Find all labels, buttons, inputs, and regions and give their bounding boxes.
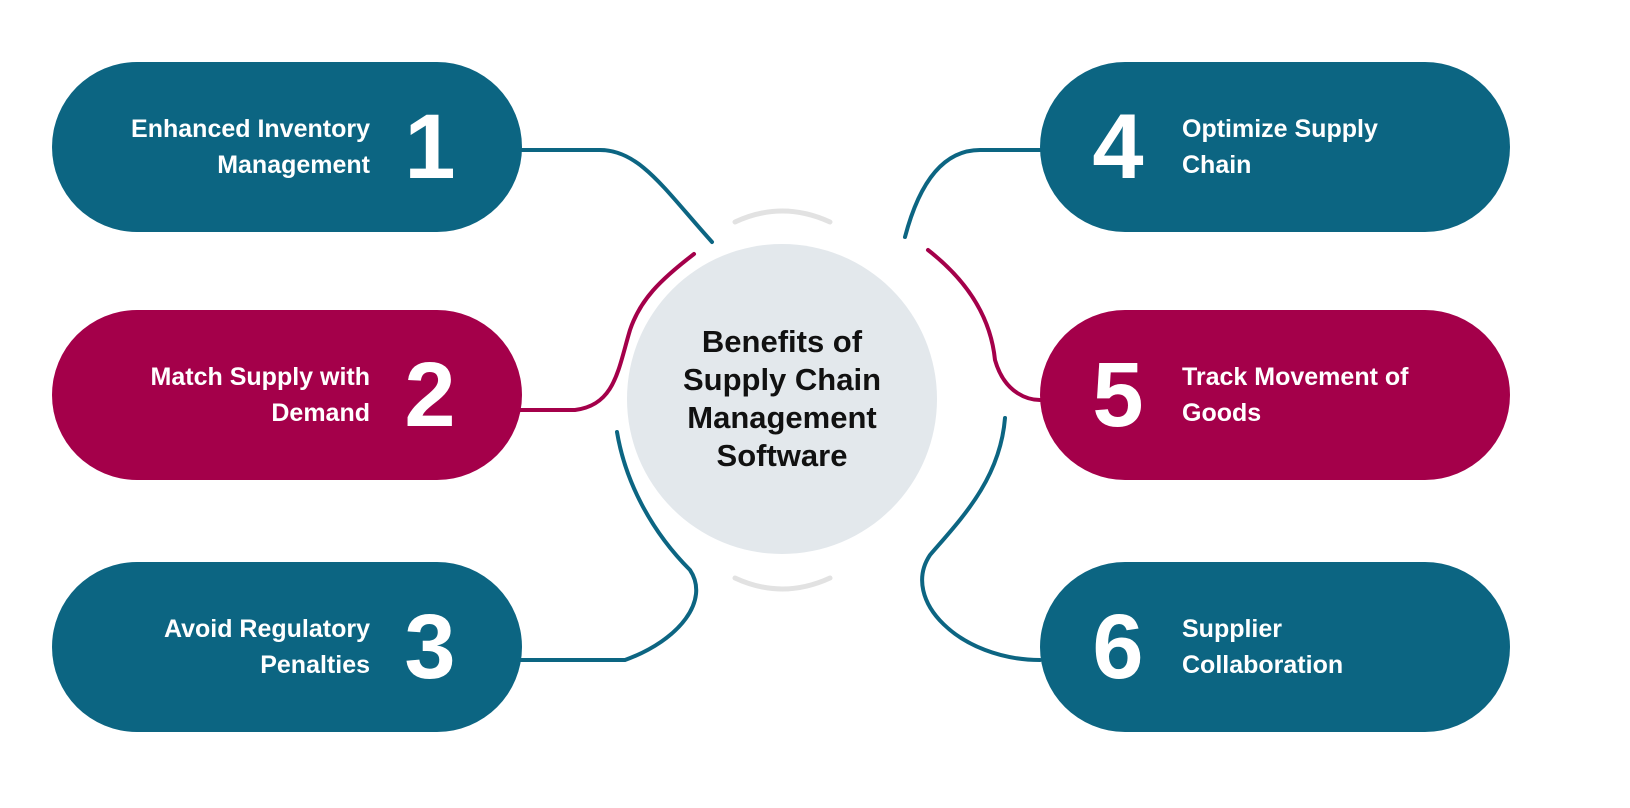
benefit-label-line: Management — [217, 151, 370, 179]
benefit-label: Enhanced Inventory Management — [131, 111, 370, 183]
benefit-pill-5: 5 Track Movement of Goods — [1040, 310, 1510, 480]
benefit-label-line: Enhanced Inventory — [131, 115, 370, 143]
benefit-number: 2 — [404, 344, 456, 446]
benefit-label-line: Avoid Regulatory — [163, 615, 370, 643]
benefit-pill-3: Avoid Regulatory Penalties 3 — [52, 562, 522, 732]
benefit-pill-4: 4 Optimize Supply Chain — [1040, 62, 1510, 232]
connector-3 — [518, 430, 699, 662]
benefit-label-line: Goods — [1182, 399, 1262, 427]
benefit-label-line: Demand — [271, 399, 370, 427]
connector-6 — [920, 416, 1042, 662]
benefit-label-line: Optimize Supply — [1182, 115, 1378, 143]
center-title: Benefits of Supply Chain Management Soft… — [683, 323, 881, 475]
benefit-pill-6: 6 Supplier Collaboration — [1040, 562, 1510, 732]
center-title-line: Supply Chain — [682, 362, 882, 397]
connector-4 — [903, 148, 1042, 239]
benefit-label-line: Penalties — [260, 651, 370, 679]
benefit-pill-2: Match Supply with Demand 2 — [52, 310, 522, 480]
benefit-label: Track Movement of Goods — [1182, 359, 1408, 431]
benefit-label-line: Match Supply with — [150, 363, 370, 391]
connector-5 — [926, 248, 1042, 402]
benefit-label: Supplier Collaboration — [1182, 611, 1343, 683]
benefit-number: 5 — [1092, 344, 1144, 446]
center-title-line: Management — [687, 400, 877, 435]
benefit-label: Match Supply with Demand — [151, 359, 370, 431]
connector-2 — [518, 252, 696, 412]
benefit-number: 3 — [404, 596, 456, 698]
bottom-arc — [732, 575, 833, 592]
benefit-label: Avoid Regulatory Penalties — [164, 611, 370, 683]
top-arc — [732, 208, 833, 225]
center-hub: Benefits of Supply Chain Management Soft… — [627, 244, 937, 554]
benefit-number: 6 — [1092, 596, 1144, 698]
connector-1 — [518, 148, 714, 244]
benefit-number: 1 — [404, 96, 456, 198]
benefit-number: 4 — [1092, 96, 1144, 198]
center-title-line: Software — [716, 438, 848, 473]
benefit-label-line: Chain — [1182, 151, 1252, 179]
benefit-label-line: Supplier — [1182, 615, 1283, 643]
benefit-label-line: Collaboration — [1182, 651, 1344, 679]
benefit-label-line: Track Movement of — [1182, 363, 1409, 391]
center-title-line: Benefits of — [701, 324, 863, 359]
benefit-pill-1: Enhanced Inventory Management 1 — [52, 62, 522, 232]
benefit-label: Optimize Supply Chain — [1182, 111, 1378, 183]
